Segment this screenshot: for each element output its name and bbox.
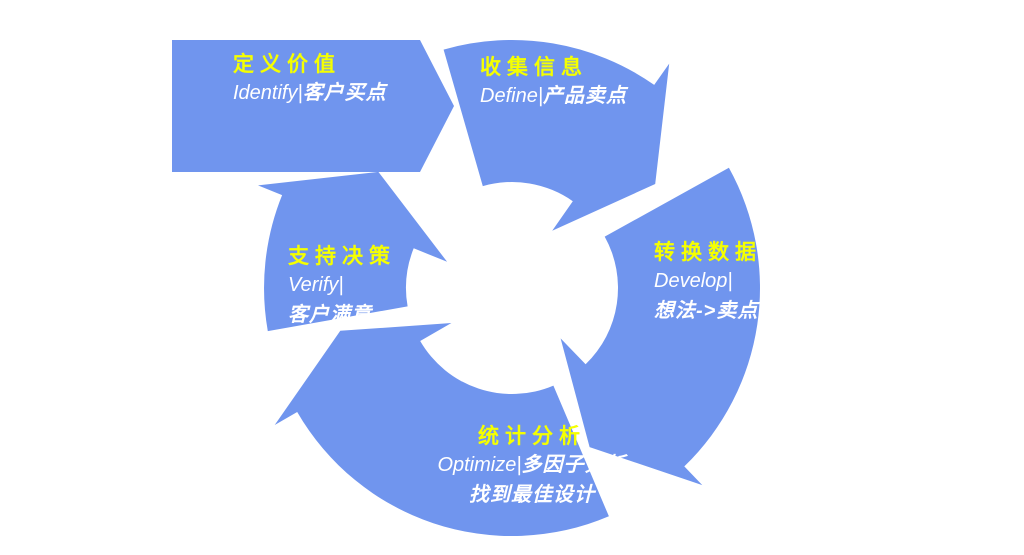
stage-transform-data: 转换数据 Develop| 想法->卖点 xyxy=(654,236,762,326)
desc-en: Verify| xyxy=(288,274,344,296)
desc-en: Develop| xyxy=(654,270,733,292)
stage-desc-line: 想法->卖点 xyxy=(654,296,762,326)
stage-stat-analysis: 统计分析 Optimize|多因子分析 找到最佳设计 xyxy=(412,420,652,510)
stage-desc-line: Verify| xyxy=(288,270,396,300)
define-value-banner-shape xyxy=(172,40,454,172)
stage-desc-line: Develop| xyxy=(654,266,762,296)
stage-desc-line: Identify|客户买点 xyxy=(233,78,387,108)
stage-title: 统计分析 xyxy=(478,425,586,448)
desc-en: Identify| xyxy=(233,82,303,104)
arrow-segment-collect-info xyxy=(443,40,670,231)
desc-zh: 客户买点 xyxy=(302,82,387,104)
arrow-segment-transform-data xyxy=(560,167,760,486)
stage-desc-line: Define|产品卖点 xyxy=(480,81,627,111)
stage-title: 收集信息 xyxy=(480,56,588,79)
desc-en: Define| xyxy=(480,85,544,107)
stage-desc-line: 找到最佳设计 xyxy=(412,480,652,510)
stage-desc-line: 客户满意 xyxy=(288,300,396,330)
desc-en: Optimize| xyxy=(437,454,522,476)
stage-title: 定义价值 xyxy=(233,53,341,76)
stage-support-decision: 支持决策 Verify| 客户满意 xyxy=(288,240,396,330)
desc-zh: 多因子分析 xyxy=(521,454,627,476)
stage-desc-line: Optimize|多因子分析 xyxy=(412,450,652,480)
desc-zh: 找到最佳设计 xyxy=(469,484,595,506)
stage-title: 支持决策 xyxy=(288,245,396,268)
desc-zh: 想法->卖点 xyxy=(654,300,759,322)
arrow-segment-stat-analysis xyxy=(274,323,609,537)
stage-collect-info: 收集信息 Define|产品卖点 xyxy=(480,51,627,111)
arrow-segment-support-decision xyxy=(258,171,448,332)
stage-define-value: 定义价值 Identify|客户买点 xyxy=(233,48,387,108)
stage-title: 转换数据 xyxy=(654,241,762,264)
desc-zh: 产品卖点 xyxy=(543,85,628,107)
desc-zh: 客户满意 xyxy=(288,304,372,326)
